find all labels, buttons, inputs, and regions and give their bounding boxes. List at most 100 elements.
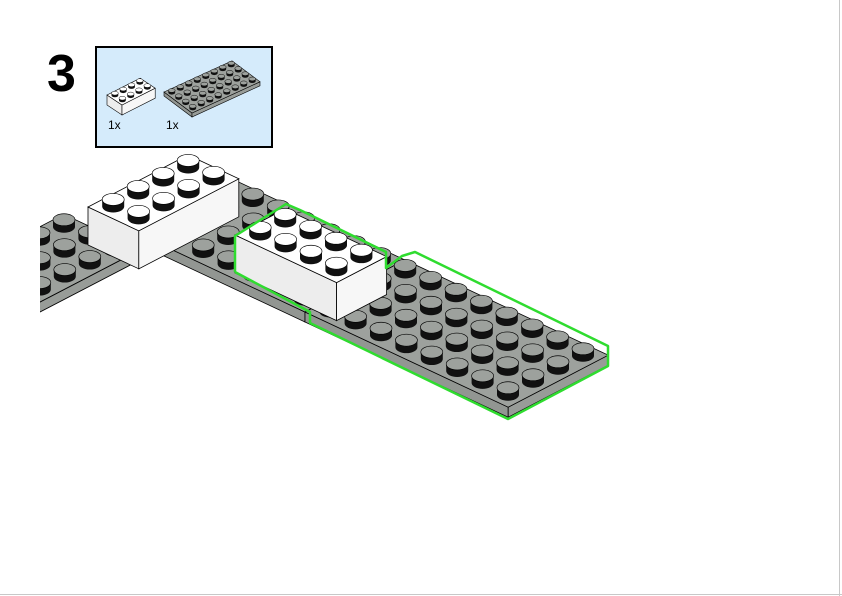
stud bbox=[209, 77, 217, 85]
stud-top bbox=[175, 93, 183, 98]
stud bbox=[3, 265, 25, 284]
stud-top bbox=[546, 330, 569, 344]
stud bbox=[231, 84, 239, 91]
stud-top bbox=[470, 294, 493, 308]
stud bbox=[546, 330, 569, 350]
stud bbox=[495, 331, 519, 351]
stud bbox=[419, 295, 443, 316]
stud-top bbox=[393, 259, 417, 272]
stud-top bbox=[143, 83, 151, 88]
stud-top bbox=[209, 77, 217, 83]
stud-top bbox=[176, 84, 184, 89]
stud-side bbox=[4, 296, 26, 309]
stud-top bbox=[444, 282, 468, 296]
stud bbox=[152, 192, 175, 212]
stud-top bbox=[53, 263, 77, 276]
stud bbox=[202, 72, 210, 79]
stud bbox=[53, 238, 76, 258]
stud-top bbox=[241, 187, 265, 201]
stud-top bbox=[151, 167, 175, 180]
stud bbox=[420, 320, 443, 341]
stud bbox=[126, 180, 150, 200]
stud-top bbox=[210, 68, 218, 74]
stud-top bbox=[152, 192, 175, 205]
stud-top bbox=[202, 72, 210, 78]
stud-top bbox=[177, 179, 200, 192]
stud-top bbox=[3, 240, 25, 252]
stud bbox=[101, 193, 125, 213]
stud-top bbox=[207, 87, 215, 92]
stud-top bbox=[176, 154, 200, 167]
stud bbox=[168, 88, 176, 95]
stud-top bbox=[183, 89, 191, 94]
stud-top bbox=[214, 92, 222, 97]
new-brick-2x4 bbox=[234, 208, 388, 322]
stud bbox=[210, 68, 218, 76]
model-assembly bbox=[0, 154, 610, 421]
stud bbox=[40, 226, 51, 246]
stud bbox=[207, 87, 215, 94]
stud-top bbox=[496, 381, 520, 395]
stud bbox=[248, 76, 256, 84]
stud bbox=[394, 284, 417, 304]
part-image-plate-4x8 bbox=[163, 60, 261, 118]
stud bbox=[177, 179, 200, 199]
stud-top bbox=[273, 208, 297, 221]
stud bbox=[118, 96, 127, 103]
stud-top bbox=[520, 318, 544, 332]
stud-top bbox=[420, 345, 444, 359]
stud bbox=[143, 83, 151, 90]
stud bbox=[521, 368, 545, 388]
stud bbox=[192, 85, 200, 93]
stud bbox=[202, 166, 225, 186]
stud-top bbox=[227, 61, 235, 66]
stud-top bbox=[299, 244, 323, 258]
stud-top bbox=[192, 85, 200, 91]
stud bbox=[496, 356, 519, 376]
stud bbox=[135, 87, 143, 94]
stud bbox=[127, 205, 150, 225]
stud bbox=[394, 308, 418, 329]
stud bbox=[350, 243, 373, 264]
part-image-brick-2x4 bbox=[106, 77, 156, 116]
stud-top bbox=[216, 83, 224, 88]
stud-top bbox=[127, 205, 150, 218]
stud-top bbox=[136, 78, 144, 83]
stud bbox=[470, 319, 494, 340]
parts-list-images bbox=[106, 60, 261, 118]
stud bbox=[420, 345, 444, 366]
stud-top bbox=[445, 357, 469, 371]
stud bbox=[241, 71, 249, 78]
stud bbox=[521, 343, 544, 363]
stud-top bbox=[219, 64, 227, 70]
stud-top bbox=[299, 220, 322, 233]
stud-top bbox=[571, 342, 595, 356]
stud bbox=[299, 244, 323, 265]
stud bbox=[234, 66, 242, 73]
stud-top bbox=[395, 333, 418, 347]
stud bbox=[546, 355, 570, 375]
stud-top bbox=[0, 303, 1, 315]
stud bbox=[223, 88, 231, 95]
stud-top bbox=[324, 231, 348, 245]
stud-top bbox=[190, 94, 198, 100]
stud bbox=[273, 208, 297, 228]
stud-top bbox=[206, 96, 214, 101]
stud bbox=[217, 74, 225, 81]
stud-top bbox=[127, 82, 136, 87]
stud-top bbox=[126, 180, 150, 193]
stud bbox=[495, 306, 519, 327]
new-parts-highlight-outline bbox=[233, 202, 610, 421]
stud bbox=[470, 294, 493, 315]
stud-top bbox=[274, 233, 297, 246]
stud bbox=[419, 271, 442, 291]
stud bbox=[274, 233, 297, 253]
stud-top bbox=[199, 91, 207, 96]
stud bbox=[40, 276, 52, 296]
stud-top bbox=[470, 319, 494, 333]
stud bbox=[190, 94, 198, 102]
stud bbox=[471, 369, 494, 389]
stud-top bbox=[248, 221, 272, 234]
stud bbox=[233, 75, 241, 82]
stud-top bbox=[119, 86, 127, 92]
